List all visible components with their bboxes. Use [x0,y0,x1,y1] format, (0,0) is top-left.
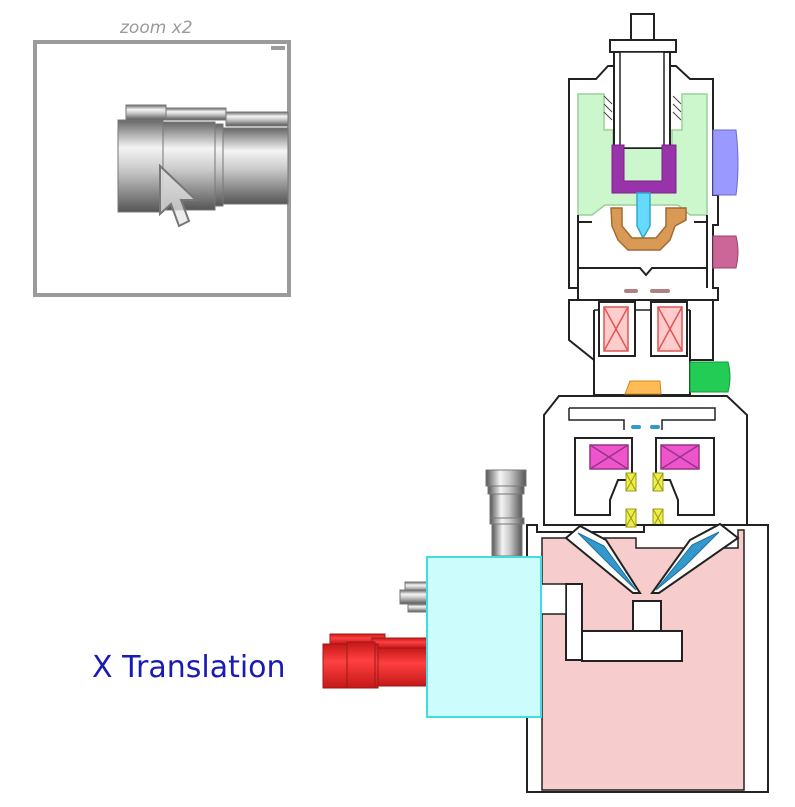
x-translation-label: X Translation [92,650,286,685]
vertical-knob [485,469,527,557]
zoom-label: zoom x2 [120,18,193,38]
gun-port-magenta [712,235,739,269]
arrow-cursor-icon [159,163,199,228]
condenser-port-green [689,361,731,393]
objective-section [543,395,748,528]
electron-gun [568,13,739,301]
condenser-section [568,289,731,396]
x-translation-knob[interactable] [322,633,429,689]
zoomed-knob [117,104,289,213]
specimen-chamber [526,522,769,793]
gun-port-blue [712,129,739,196]
small-knob [399,581,430,613]
stage-block [426,556,542,718]
zoom-window [33,40,291,297]
